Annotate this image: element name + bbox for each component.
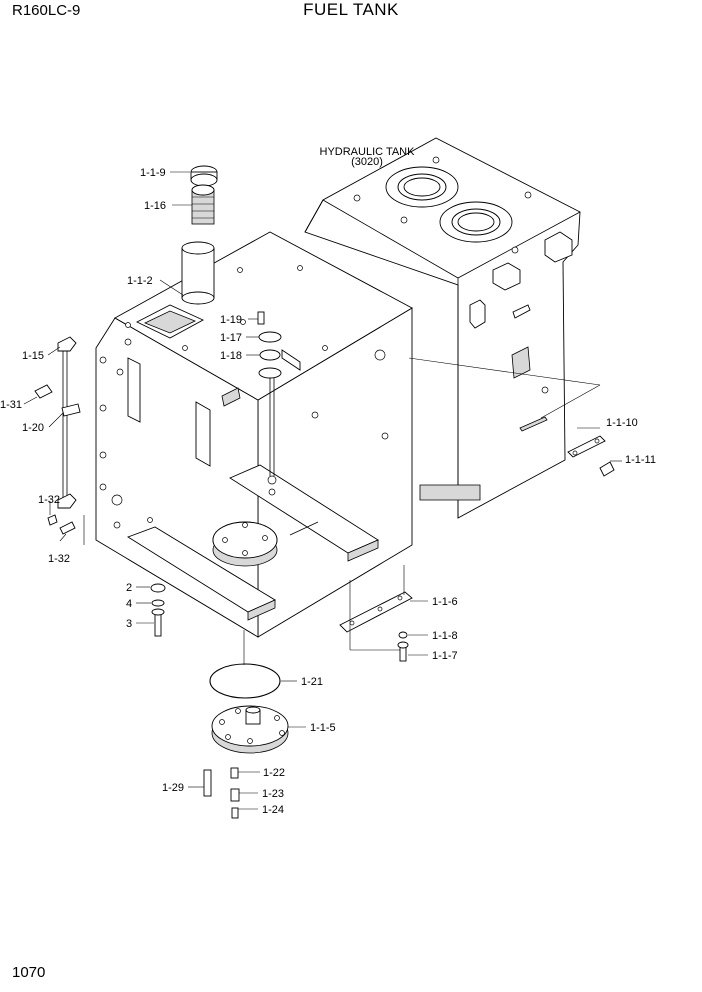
callout-1-1-9[interactable]: 1-1-9 <box>140 167 166 179</box>
callout-1-22[interactable]: 1-22 <box>263 767 285 779</box>
page-title: FUEL TANK <box>303 0 399 19</box>
model-name: R160LC-9 <box>12 2 81 19</box>
hydraulic-tank-label-text: HYDRAULIC TANK <box>320 146 416 158</box>
part-callouts: 1-1-9 1-16 1-1-2 1-19 1-17 1-18 1-15 1-3… <box>0 167 656 816</box>
leader-lines <box>23 171 622 810</box>
callout-1-20[interactable]: 1-20 <box>22 422 44 434</box>
callout-1-1-8[interactable]: 1-1-8 <box>432 630 458 642</box>
left-fittings <box>34 384 76 535</box>
assembly-lines <box>83 357 601 665</box>
callout-3[interactable]: 3 <box>126 618 132 630</box>
callout-1-1-5[interactable]: 1-1-5 <box>310 722 336 734</box>
bottom-parts <box>150 583 289 819</box>
callout-1-1-6[interactable]: 1-1-6 <box>432 596 458 608</box>
callout-1-1-11[interactable]: 1-1-11 <box>625 454 656 466</box>
callout-1-19[interactable]: 1-19 <box>220 314 242 326</box>
filler-parts <box>190 165 301 379</box>
page-number: 1070 <box>12 964 46 981</box>
callout-1-1-2[interactable]: 1-1-2 <box>127 275 153 287</box>
callout-2[interactable]: 2 <box>126 582 132 594</box>
callout-1-17[interactable]: 1-17 <box>220 332 242 344</box>
callout-1-23[interactable]: 1-23 <box>262 788 284 800</box>
callout-1-32-upper[interactable]: 1-32 <box>38 494 60 506</box>
callout-1-29[interactable]: 1-29 <box>162 782 184 794</box>
callout-1-31[interactable]: 1-31 <box>0 399 22 411</box>
hydraulic-tank-label: HYDRAULIC TANK (3020) <box>320 146 416 168</box>
callout-4[interactable]: 4 <box>126 598 132 610</box>
callout-1-1-7[interactable]: 1-1-7 <box>432 650 458 662</box>
hydraulic-tank-ref-text: (3020) <box>351 156 383 168</box>
hydraulic-tank-drawing <box>304 137 581 519</box>
bracket-parts <box>339 435 615 662</box>
callout-1-32-lower[interactable]: 1-32 <box>48 553 70 565</box>
fuel-tank-body <box>95 231 413 638</box>
sight-gauge <box>57 336 81 509</box>
callout-1-21[interactable]: 1-21 <box>301 676 323 688</box>
callout-1-18[interactable]: 1-18 <box>220 350 242 362</box>
callout-1-16[interactable]: 1-16 <box>144 200 166 212</box>
callout-1-24[interactable]: 1-24 <box>262 804 284 816</box>
callout-1-15[interactable]: 1-15 <box>22 350 44 362</box>
callout-1-1-10[interactable]: 1-1-10 <box>606 417 638 429</box>
